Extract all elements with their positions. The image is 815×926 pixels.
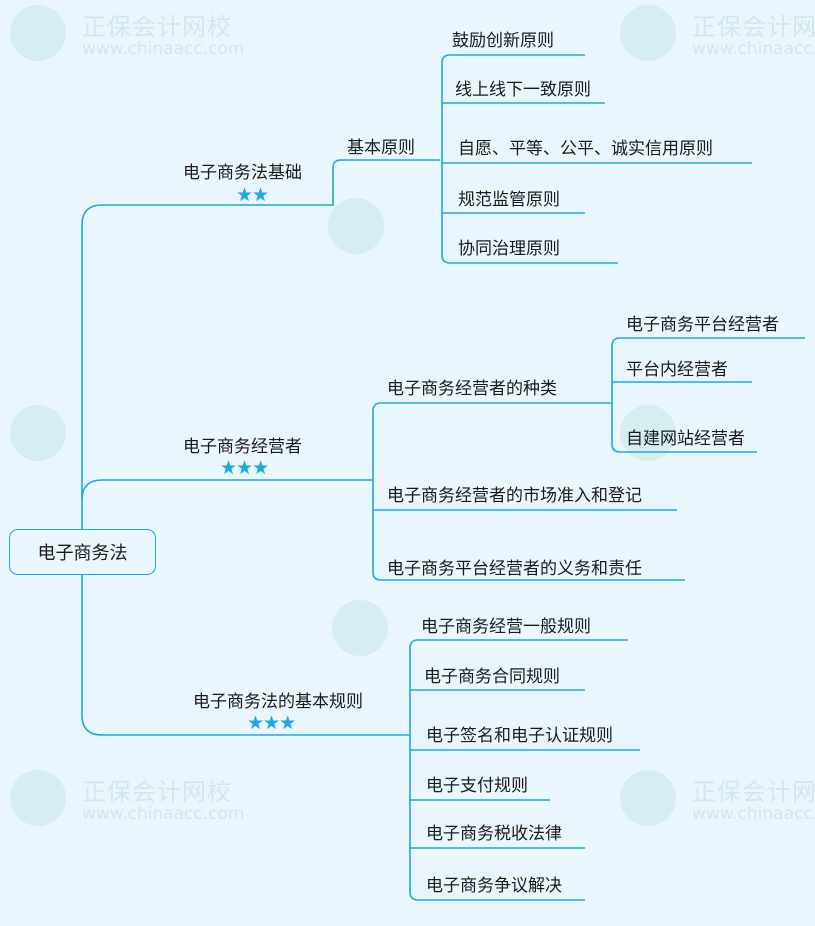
star-rating: ★★★ [247, 712, 296, 734]
leaf-node: 线上线下一致原则 [455, 80, 591, 100]
root-label: 电子商务法 [37, 543, 128, 564]
star-rating: ★★ [236, 184, 269, 206]
sub-branch-label: 基本原则 [347, 138, 415, 158]
branch-label: 电子商务法的基本规则 [193, 692, 363, 712]
leaf-node: 电子支付规则 [426, 776, 528, 796]
leaf-node: 自愿、平等、公平、诚实信用原则 [458, 139, 713, 159]
star-rating: ★★★ [220, 457, 269, 479]
leaf-node: 电子商务平台经营者的义务和责任 [387, 559, 642, 579]
underline [442, 54, 752, 214]
branch-line [409, 639, 585, 901]
leaf-node: 电子商务税收法律 [426, 824, 562, 844]
branch-line [611, 337, 757, 453]
underline [612, 337, 805, 383]
leaf-node: 协同治理原则 [458, 239, 560, 259]
sub-branch-label: 电子商务经营者的种类 [387, 379, 557, 399]
underline [410, 639, 640, 849]
underline [373, 402, 677, 511]
leaf-node: 平台内经营者 [626, 360, 728, 380]
leaf-node: 电子商务争议解决 [426, 876, 562, 896]
leaf-node: 电子商务平台经营者 [626, 315, 779, 335]
leaf-node: 电子签名和电子认证规则 [426, 726, 613, 746]
trunk-line [81, 159, 440, 529]
leaf-node: 自建网站经营者 [626, 429, 745, 449]
branch-label: 电子商务法基础 [183, 163, 302, 183]
leaf-node: 电子商务合同规则 [424, 667, 560, 687]
branch-line [372, 402, 685, 581]
branch-label: 电子商务经营者 [183, 437, 302, 457]
leaf-node: 鼓励创新原则 [452, 31, 554, 51]
leaf-node: 规范监管原则 [458, 190, 560, 210]
root-node: 电子商务法 [9, 529, 156, 575]
branch-line [441, 54, 618, 264]
leaf-node: 电子商务经营者的市场准入和登记 [387, 486, 642, 506]
leaf-node: 电子商务经营一般规则 [421, 617, 591, 637]
trunk-line [81, 574, 410, 736]
trunk-line [81, 479, 373, 501]
